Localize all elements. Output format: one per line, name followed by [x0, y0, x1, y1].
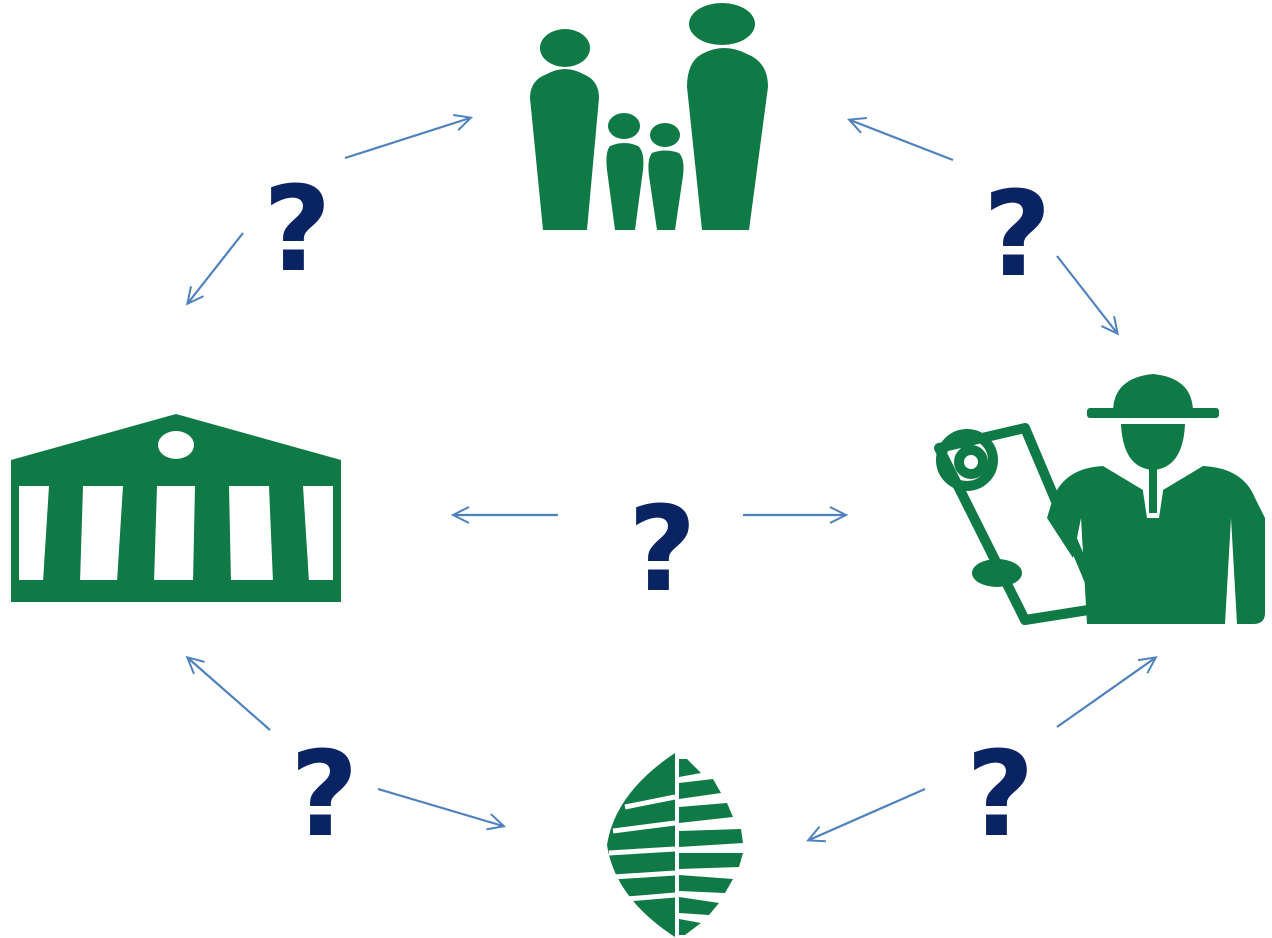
arrow-to-nature-left	[377, 787, 503, 826]
construction-worker-icon	[934, 374, 1265, 625]
question-mark-top-right: ?	[983, 165, 1052, 303]
leaf-icon	[607, 753, 743, 937]
question-mark-top-left: ?	[263, 160, 332, 298]
family-icon	[530, 3, 768, 230]
government-building-icon	[11, 414, 341, 602]
arrow-to-worker-top	[1056, 255, 1117, 333]
question-mark-bottom-right: ?	[966, 725, 1035, 863]
question-mark-bottom-left: ?	[290, 725, 359, 863]
arrow-to-family-right	[850, 120, 954, 162]
arrow-to-family-left	[344, 118, 470, 160]
question-mark-center: ?	[628, 480, 697, 618]
arrow-to-nature-right	[809, 787, 926, 840]
arrow-to-government-top	[188, 232, 244, 303]
arrow-to-worker-bottom	[1056, 658, 1155, 728]
arrow-to-government-bottom	[188, 658, 271, 731]
